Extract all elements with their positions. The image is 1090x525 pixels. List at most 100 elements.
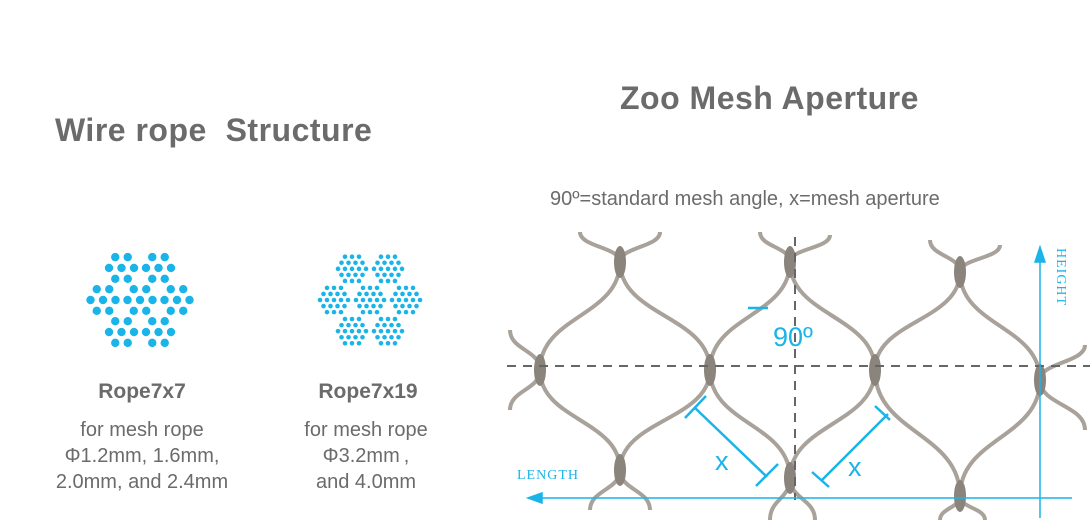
wire-dot <box>378 328 384 334</box>
wire-dot <box>141 327 151 337</box>
aperture-markers <box>684 306 891 488</box>
wire-dot <box>142 306 151 316</box>
wire-dot <box>92 306 101 316</box>
wire-dot <box>396 297 402 303</box>
wire-dot <box>160 317 169 326</box>
wire-dot <box>335 291 340 297</box>
wire-dot <box>360 260 365 266</box>
wire-dot <box>393 303 398 309</box>
wire-strand <box>958 379 1042 497</box>
wire-dot <box>349 266 355 272</box>
wire-dot <box>389 297 395 303</box>
wire-dot <box>353 322 358 328</box>
rope-7x19-description: for mesh rope Φ3.2mm , and 4.0mm <box>246 417 486 495</box>
wire-dot <box>342 278 348 284</box>
desc-line: Φ3.2mm , <box>322 445 410 467</box>
wire-dot <box>160 274 169 283</box>
wire-dot <box>410 309 416 315</box>
wire-dot <box>342 254 348 259</box>
wire-strand <box>873 271 962 371</box>
wire-dot <box>342 341 348 346</box>
wire-dot <box>135 295 145 305</box>
wire-dot <box>166 263 176 273</box>
wire-dot <box>335 303 340 309</box>
aperture-label-right: x <box>848 452 862 482</box>
wire-strand <box>708 261 792 371</box>
wire-dot <box>378 303 383 309</box>
wire-dot <box>338 297 344 303</box>
wire-dot <box>353 260 358 266</box>
wire-dot <box>371 328 377 334</box>
wire-dot <box>123 295 132 305</box>
wire-strand <box>873 369 962 497</box>
mesh-subtitle: 90º=standard mesh angle, x=mesh aperture <box>550 188 940 210</box>
wire-dot <box>389 334 394 340</box>
wire-dot <box>356 328 362 334</box>
wire-dot <box>324 297 330 303</box>
wire-dot <box>338 309 344 315</box>
wire-dot <box>371 303 376 309</box>
wire-strand <box>618 231 662 263</box>
wire-dot <box>321 291 326 297</box>
wire-dot <box>331 285 337 291</box>
wire-dot <box>339 260 344 266</box>
wire-dot <box>328 291 333 297</box>
wire-twist-node <box>534 354 546 386</box>
wire-dot <box>111 274 120 283</box>
wire-dot <box>349 328 355 334</box>
wire-dot <box>349 278 355 284</box>
wire-dot <box>375 272 380 278</box>
wire-dot <box>331 309 337 315</box>
wire-twist-node <box>869 354 881 386</box>
wire-dot <box>378 266 384 272</box>
wire-dot <box>104 327 114 337</box>
wire-strand <box>618 261 712 371</box>
wire-dot <box>339 272 344 278</box>
wire-dot <box>407 291 412 297</box>
wire-dot <box>375 322 380 328</box>
desc-line: and 4.0mm <box>315 471 417 493</box>
wire-strand <box>618 369 712 471</box>
wire-dot <box>385 254 391 259</box>
wire-dot <box>172 295 182 305</box>
wire-dot <box>148 295 157 305</box>
wire-strand <box>538 261 622 371</box>
wire-dot <box>356 266 362 272</box>
wire-dot <box>349 316 355 322</box>
wire-dot <box>371 266 377 272</box>
wire-twist-node <box>954 256 966 288</box>
wire-dot <box>375 260 380 266</box>
wire-dot <box>154 327 163 337</box>
rope-7x19-cross-section <box>317 254 423 346</box>
wire-strand <box>578 231 622 263</box>
wire-dot <box>417 297 423 303</box>
wire-dot <box>123 317 132 326</box>
wire-dot <box>166 284 175 294</box>
wire-dot <box>389 272 394 278</box>
wire-dot <box>321 303 326 309</box>
length-label: LENGTH <box>517 468 579 483</box>
wire-dot <box>363 328 369 334</box>
wire-dot <box>357 303 362 309</box>
wire-dot <box>360 297 366 303</box>
wire-dot <box>382 322 387 328</box>
wire-dot <box>392 254 398 259</box>
wire-dot <box>86 295 95 305</box>
rope-7x7-description: for mesh rope Φ1.2mm, 1.6mm, 2.0mm, and … <box>22 417 262 495</box>
wire-dot <box>403 297 409 303</box>
wire-dot <box>356 254 362 259</box>
wire-strand <box>1038 379 1087 431</box>
wire-dot <box>111 295 120 305</box>
wire-dot <box>345 297 351 303</box>
wire-dot <box>111 338 120 348</box>
wire-dot <box>356 341 362 346</box>
wire-dot <box>166 306 175 316</box>
wire-strand <box>538 369 622 471</box>
angle-label: 90º <box>773 322 813 352</box>
wire-dot <box>356 316 362 322</box>
wire-dot <box>349 341 355 346</box>
wire-dot <box>346 272 351 278</box>
wire-dot <box>353 334 358 340</box>
wire-dot <box>378 316 384 322</box>
